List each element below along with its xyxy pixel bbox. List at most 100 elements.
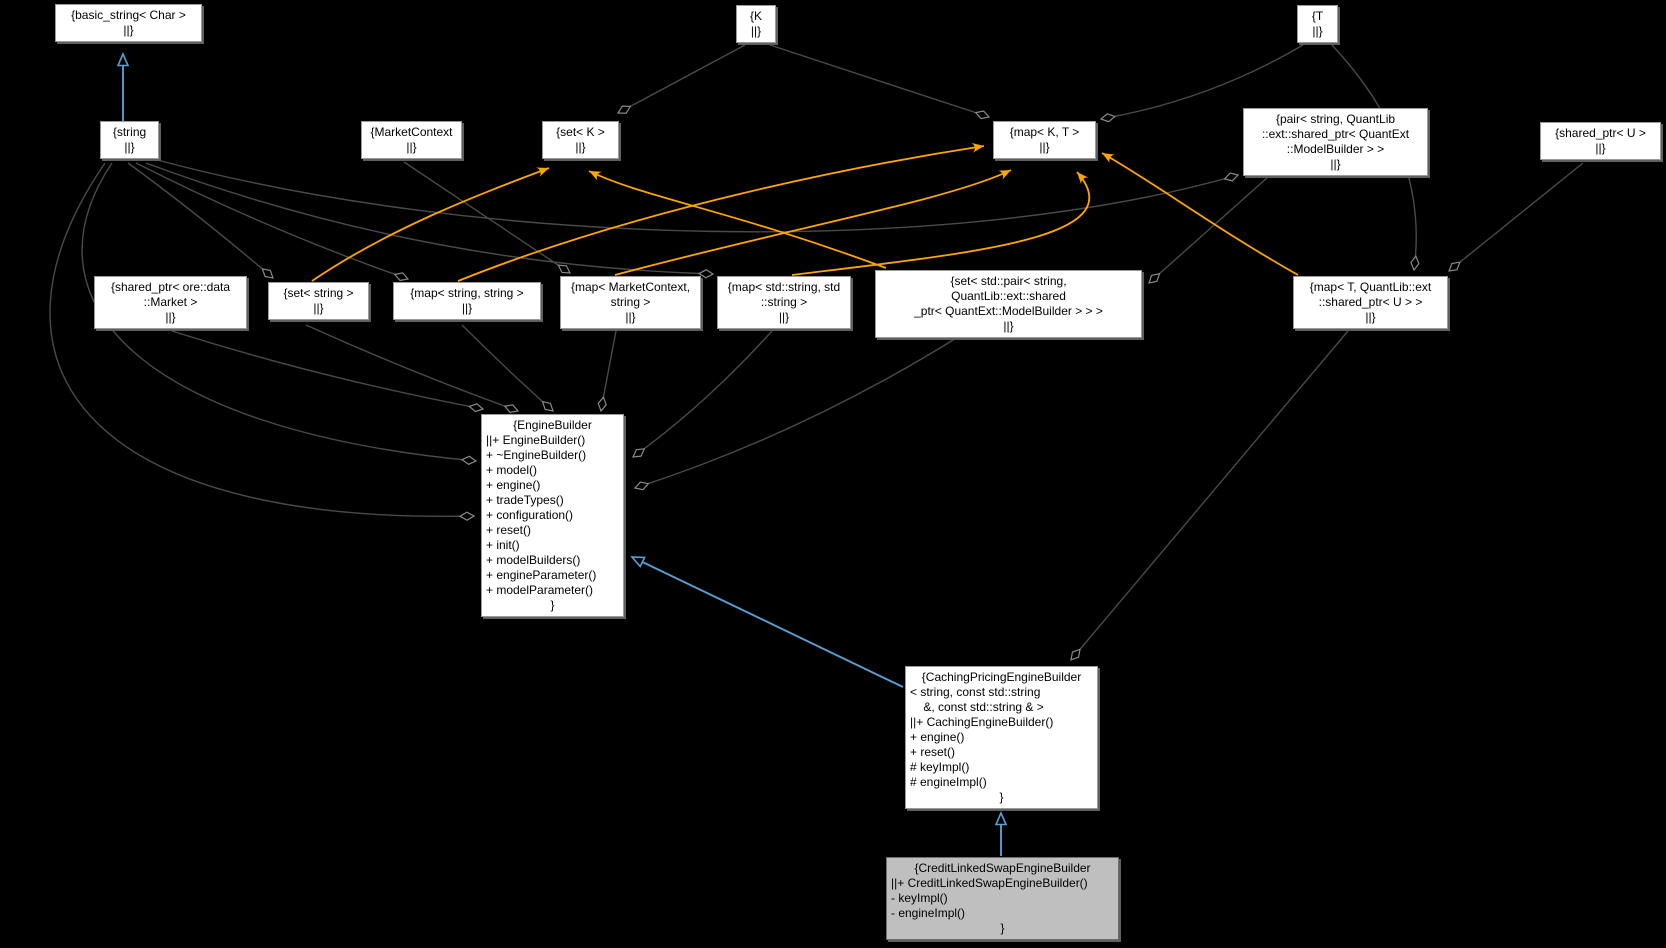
node-map-stdstring-stdstring[interactable]: {map< std::string, std::string >||} (717, 276, 851, 329)
node-text-line: {CreditLinkedSwapEngineBuilder (914, 861, 1091, 875)
node-text-line: QuantLib::ext::shared (951, 289, 1066, 303)
node-text-line: + ~EngineBuilder() (486, 448, 587, 462)
edge-string-setstring (127, 162, 273, 278)
node-caching-pricing-engine-builder[interactable]: {CachingPricingEngineBuilder< string, co… (905, 666, 1098, 809)
node-text-line: ||} (461, 301, 473, 315)
node-text-line: {EngineBuilder (513, 418, 592, 432)
inheritance-edges (116, 51, 1008, 856)
node-text-line: ||} (313, 301, 324, 315)
node-text-line: ||} (406, 140, 417, 154)
edge-string-pair (149, 157, 1238, 233)
edge-maptsharedu-mapkt (1101, 152, 1299, 276)
node-text-line: {map< T, QuantLib::ext (1309, 280, 1432, 294)
node-market-context[interactable]: {MarketContext||} (361, 121, 462, 159)
node-pair-string-modelbuilder[interactable]: {pair< string, QuantLib::ext::shared_ptr… (1243, 108, 1428, 176)
node-text-line: + engineParameter() (486, 568, 597, 582)
node-text-line: {basic_string< Char > (71, 8, 186, 22)
node-text-line: + init() (486, 538, 520, 552)
edge-sharedptrmarket-enginebuilder (171, 330, 483, 409)
node-text-line: ||} (750, 24, 762, 38)
node-basic-string[interactable]: {basic_string< Char >||} (55, 4, 202, 42)
node-text-line: } (1000, 921, 1005, 935)
node-text-line: ||} (1365, 310, 1376, 324)
edge-string-mapstringstring (135, 162, 408, 279)
edge-t-mapkt (1101, 44, 1304, 119)
node-text-line: - keyImpl() (891, 891, 948, 905)
node-text-line: + configuration() (486, 508, 574, 522)
node-text-line: ::ModelBuilder > > (1286, 142, 1385, 156)
edge-k-mapkt (769, 44, 989, 117)
node-text-line: {set< string > (283, 286, 354, 300)
node-text-line: ||} (1595, 141, 1606, 155)
edge-setpair-setk (588, 170, 887, 269)
node-credit-linked-swap-engine-builder[interactable]: {CreditLinkedSwapEngineBuilder||+ Credit… (886, 857, 1119, 940)
node-t[interactable]: {T||} (1297, 5, 1338, 43)
node-text-line: {K (749, 9, 762, 23)
node-text-line: ||+ EngineBuilder() (486, 433, 586, 447)
edge-sharedptru-maptsharedu (1449, 162, 1584, 271)
node-text-line: + reset() (486, 523, 532, 537)
node-text-line: + reset() (910, 745, 956, 759)
node-text-line: # keyImpl() (910, 760, 970, 774)
edge-string-enginebuilder-1 (81, 162, 476, 461)
node-text-line: ||} (575, 140, 586, 154)
node-text-line: {MarketContext (370, 125, 453, 139)
node-text-line: ||} (778, 310, 790, 324)
edge-mapstringstring-mapkt (457, 142, 985, 282)
node-set-pair-modelbuilder[interactable]: {set< std::pair< string,QuantLib::ext::s… (875, 270, 1142, 338)
node-map-string-string[interactable]: {map< string, string >||} (393, 282, 541, 320)
node-text-line: ||} (625, 310, 636, 324)
node-string[interactable]: {string||} (100, 121, 159, 159)
node-text-line: ||+ CachingEngineBuilder() (910, 715, 1054, 729)
node-text-line: ||} (165, 310, 176, 324)
node-map-k-t[interactable]: {map< K, T >||} (993, 121, 1096, 159)
node-text-line: {CachingPricingEngineBuilder (921, 670, 1082, 684)
node-text-line: } (999, 790, 1004, 804)
edge-pair-setpair (1149, 176, 1269, 283)
node-text-line: + tradeTypes() (486, 493, 564, 507)
node-text-line: {string (112, 125, 147, 139)
edge-mapstdstring-mapkt (791, 171, 1091, 276)
node-text-line: string > (610, 295, 651, 309)
node-shared-ptr-u[interactable]: {shared_ptr< U >||} (1540, 122, 1661, 160)
node-text-line: ::Market > (143, 295, 198, 309)
node-set-string[interactable]: {set< string >||} (268, 282, 369, 320)
edge-mapstringstring-enginebuilder (461, 324, 553, 411)
node-text-line: ||} (1003, 319, 1014, 333)
node-text-line: ::string > (760, 295, 808, 309)
node-k[interactable]: {K||} (736, 5, 776, 43)
edge-mapstdstring-enginebuilder (633, 330, 773, 457)
node-text-line: # engineImpl() (910, 775, 987, 789)
node-text-line: {set< std::pair< string, (950, 274, 1067, 288)
node-shared-ptr-market[interactable]: {shared_ptr< ore::data::Market >||} (94, 276, 247, 329)
node-map-marketcontext-string[interactable]: {map< MarketContext,string >||} (560, 276, 701, 329)
aggregation-edges (49, 44, 1584, 660)
node-set-k[interactable]: {set< K >||} (542, 121, 619, 159)
node-text-line: + modelParameter() (486, 583, 594, 597)
node-text-line: } (550, 598, 555, 612)
node-text-line: ||+ CreditLinkedSwapEngineBuilder() (891, 876, 1088, 890)
node-text-line: _ptr< QuantExt::ModelBuilder > > > (914, 304, 1103, 318)
node-text-line: {pair< string, QuantLib (1275, 112, 1396, 126)
node-text-line: < string, const std::string (910, 685, 1041, 699)
node-text-line: {T (1311, 9, 1324, 23)
node-text-line: ::ext::shared_ptr< QuantExt (1261, 127, 1410, 141)
node-engine-builder[interactable]: {EngineBuilder||+ EngineBuilder()+ ~Engi… (481, 414, 624, 617)
edge-k-setk (618, 44, 746, 113)
edge-mapmcstring-enginebuilder (601, 330, 617, 411)
node-text-line: {map< string, string > (410, 286, 524, 300)
template-instance-edges (311, 142, 1299, 282)
node-text-line: + modelBuilders() (486, 553, 581, 567)
node-map-t-shared-ptr-u[interactable]: {map< T, QuantLib::ext::shared_ptr< U > … (1293, 276, 1448, 329)
node-text-line: + engine() (910, 730, 965, 744)
node-text-line: + model() (486, 463, 538, 477)
edge-mapmcstring-mapkt (614, 169, 1012, 276)
node-text-line: + engine() (486, 478, 541, 492)
edge-maptsharedu-caching (1071, 330, 1349, 660)
node-text-line: &, const std::string & > (910, 700, 1044, 714)
edge-string-enginebuilder-2 (49, 162, 474, 516)
node-text-line: ||} (1039, 140, 1050, 154)
node-text-line: ||} (123, 23, 134, 37)
node-text-line: {map< std::string, std (727, 280, 841, 294)
